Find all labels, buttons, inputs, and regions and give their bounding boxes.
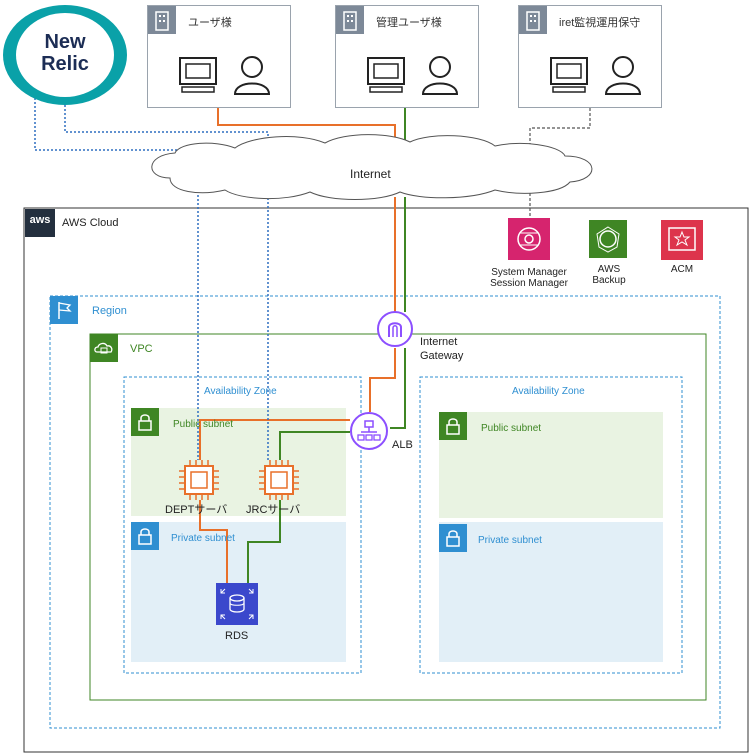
az-left-label: Availability Zone <box>204 386 277 397</box>
igw-label-line1: Internet <box>420 336 458 348</box>
aws-cloud-label: AWS Cloud <box>62 217 119 229</box>
acm-icon <box>661 220 703 260</box>
rds-label: RDS <box>225 630 249 642</box>
newrelic-line-jrc <box>64 105 269 460</box>
user-box: ユーザ様 <box>147 5 291 108</box>
igw-label: Internet Gateway <box>420 335 463 363</box>
aws-logo-icon: aws <box>25 209 55 237</box>
public-subnet-left-bg <box>131 408 346 516</box>
private-subnet-left-label: Private subnet <box>171 533 235 544</box>
ssm-label-line2: Session Manager <box>490 278 568 289</box>
az-right-border <box>419 376 683 674</box>
ssm-label: System Manager Session Manager <box>486 267 572 289</box>
az-left-border <box>123 376 362 674</box>
region-flag-icon <box>50 296 78 324</box>
person-icon <box>604 56 642 95</box>
aws-backup-label: AWS Backup <box>586 264 632 286</box>
newrelic-logo: New Relic <box>3 5 127 105</box>
aws-backup-label-line1: AWS <box>597 264 621 275</box>
ec2-chip-icon <box>177 458 221 502</box>
aws-backup-icon <box>589 220 627 258</box>
admin-user-box: 管理ユーザ様 <box>335 5 479 108</box>
region-label: Region <box>92 305 127 317</box>
dept-server-label: DEPTサーバ <box>165 504 228 516</box>
aws-logo-text: aws <box>29 214 51 226</box>
desktop-icon <box>179 57 217 93</box>
ec2-chip-icon <box>257 458 301 502</box>
desktop-icon <box>550 57 588 93</box>
green-line-rds <box>247 500 281 585</box>
acm-label: ACM <box>662 264 702 275</box>
admin-user-title: 管理ユーザ様 <box>376 17 442 29</box>
iret-box: iret監視運用保守 <box>518 5 662 108</box>
alb-label: ALB <box>392 439 413 451</box>
rds-icon <box>216 583 258 625</box>
alb-icon <box>350 412 388 450</box>
az-right-label: Availability Zone <box>512 386 585 397</box>
public-subnet-right-label: Public subnet <box>481 423 542 434</box>
internet-label: Internet <box>350 167 391 181</box>
orange-line-alb <box>369 348 396 412</box>
person-icon <box>421 56 459 95</box>
public-subnet-left-label: Public subnet <box>173 419 234 430</box>
vpc-label: VPC <box>130 343 153 355</box>
public-subnet-right-bg <box>439 412 663 518</box>
acm-label-line1: ACM <box>670 264 694 275</box>
desktop-icon <box>367 57 405 93</box>
person-icon <box>233 56 271 95</box>
private-subnet-right-bg <box>439 522 663 662</box>
newrelic-line2: Relic <box>41 53 89 75</box>
aws-cloud-border <box>23 207 749 753</box>
aws-backup-label-line2: Backup <box>592 275 626 286</box>
igw-label-line2: Gateway <box>420 350 464 362</box>
internet-cloud <box>151 134 593 200</box>
orange-line-rds <box>199 500 228 585</box>
newrelic-line1: New <box>44 31 86 53</box>
newrelic-line-dept <box>34 98 199 460</box>
public-subnet-lock-icon <box>131 408 159 436</box>
building-icon <box>519 6 547 34</box>
building-icon <box>336 6 364 34</box>
green-line-alb <box>390 348 406 429</box>
private-subnet-lock-icon <box>439 524 467 552</box>
jrc-server-label: JRCサーバ <box>246 504 301 516</box>
private-subnet-right-label: Private subnet <box>478 535 542 546</box>
internet-gateway-icon <box>377 311 413 347</box>
building-icon <box>148 6 176 34</box>
ssm-label-line1: System Manager <box>491 267 567 278</box>
ssm-icon <box>508 218 550 260</box>
user-title: ユーザ様 <box>188 17 232 29</box>
iret-title: iret監視運用保守 <box>559 17 641 29</box>
private-subnet-lock-icon <box>131 522 159 550</box>
orange-line-dept <box>199 419 350 460</box>
green-line-jrc <box>279 431 350 460</box>
region-border <box>49 295 721 729</box>
public-subnet-lock-icon <box>439 412 467 440</box>
vpc-icon <box>90 334 118 362</box>
